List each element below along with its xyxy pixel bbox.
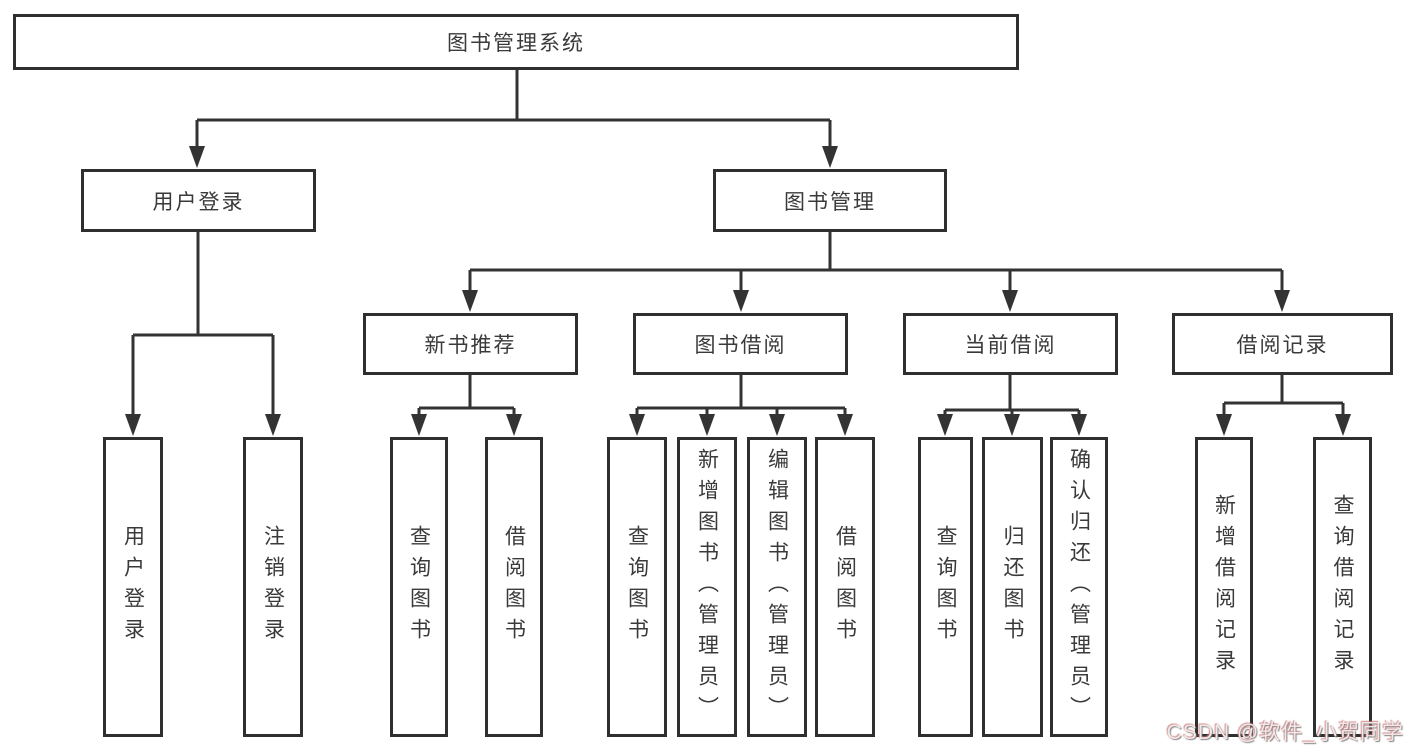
- node-new-book-recommend: 新书推荐: [363, 313, 578, 375]
- leaf-bb-edit-book-admin: 编辑图书（管理员）: [747, 437, 807, 737]
- node-current-borrow: 当前借阅: [903, 313, 1118, 375]
- leaf-nbr-borrow-book: 借阅图书: [485, 437, 543, 737]
- leaf-bb-add-book-admin: 新增图书（管理员）: [677, 437, 737, 737]
- node-user-login-label: 用户登录: [152, 190, 245, 214]
- node-book-borrow: 图书借阅: [633, 313, 848, 375]
- leaf-user-login-label: 用户登录: [121, 525, 145, 649]
- node-borrow-records: 借阅记录: [1172, 313, 1393, 375]
- leaf-cb-query-book-label: 查询图书: [934, 525, 957, 649]
- leaf-cb-query-book: 查询图书: [918, 437, 973, 737]
- leaf-br-query-record-label: 查询借阅记录: [1331, 494, 1354, 680]
- node-root-label: 图书管理系统: [447, 32, 585, 55]
- csdn-watermark: CSDN @软件_小贺同学: [1166, 721, 1404, 744]
- leaf-br-add-record-label: 新增借阅记录: [1212, 494, 1236, 680]
- leaf-logout: 注销登录: [243, 437, 303, 737]
- leaf-bb-borrow-book-label: 借阅图书: [833, 525, 857, 649]
- node-borrow-records-label: 借阅记录: [1236, 334, 1329, 357]
- node-current-borrow-label: 当前借阅: [964, 334, 1057, 357]
- leaf-bb-query-book: 查询图书: [607, 437, 667, 737]
- leaf-bb-edit-book-admin-label: 编辑图书（管理员）: [765, 447, 789, 727]
- leaf-nbr-borrow-book-label: 借阅图书: [502, 525, 526, 649]
- leaf-cb-return-book-label: 归还图书: [1001, 525, 1024, 649]
- node-book-management-label: 图书管理: [784, 190, 876, 214]
- leaf-bb-borrow-book: 借阅图书: [815, 437, 875, 737]
- leaf-nbr-query-book: 查询图书: [390, 437, 448, 737]
- leaf-bb-add-book-admin-label: 新增图书（管理员）: [695, 447, 719, 727]
- node-root: 图书管理系统: [13, 14, 1019, 70]
- node-new-book-recommend-label: 新书推荐: [424, 334, 517, 357]
- leaf-user-login: 用户登录: [103, 437, 163, 737]
- leaf-nbr-query-book-label: 查询图书: [407, 525, 431, 649]
- leaf-br-query-record: 查询借阅记录: [1313, 437, 1372, 737]
- leaf-logout-label: 注销登录: [261, 525, 285, 649]
- leaf-bb-query-book-label: 查询图书: [625, 525, 649, 649]
- node-book-management: 图书管理: [713, 169, 947, 232]
- node-user-login: 用户登录: [81, 169, 316, 232]
- leaf-cb-confirm-return-admin-label: 确认归还（管理员）: [1067, 447, 1091, 727]
- leaf-br-add-record: 新增借阅记录: [1195, 437, 1253, 737]
- leaf-cb-return-book: 归还图书: [982, 437, 1043, 737]
- leaf-cb-confirm-return-admin: 确认归还（管理员）: [1050, 437, 1108, 737]
- node-book-borrow-label: 图书借阅: [694, 334, 787, 357]
